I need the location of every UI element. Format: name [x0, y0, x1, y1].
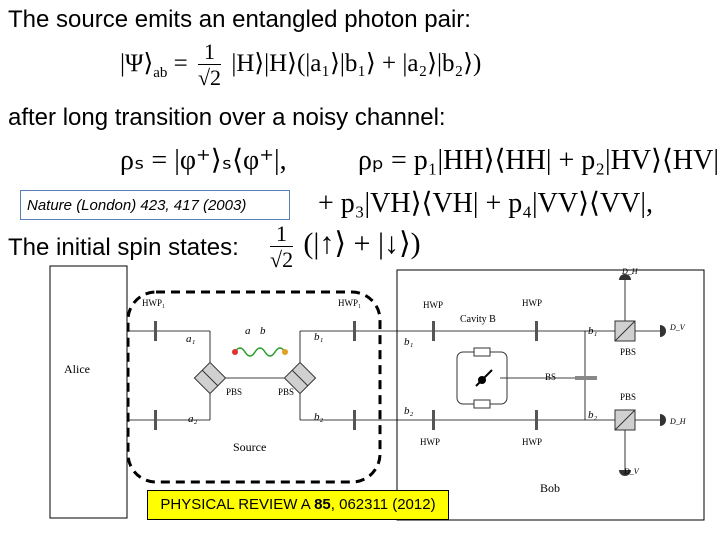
cavity-label: Cavity B	[460, 314, 496, 325]
spin-frac-den: √2	[270, 247, 294, 272]
label-b: b	[260, 325, 266, 337]
cavity-mirror-top	[473, 347, 491, 357]
label-d-bottom: D_V	[623, 467, 640, 476]
frac-den: √2	[197, 65, 222, 90]
detector-top	[619, 274, 631, 280]
spin-frac-num: 1	[270, 222, 294, 247]
bs-plate	[575, 376, 597, 380]
label-pbs-left: PBS	[226, 387, 242, 397]
psi-rhs: |H⟩|H⟩(|a₁⟩|b₁⟩ + |a₂⟩|b₂⟩)	[231, 50, 482, 78]
frac-num: 1	[197, 40, 222, 65]
hwp1-right-plate	[353, 321, 356, 341]
label-a2: a₂	[188, 413, 198, 425]
hwp-top-right-plate	[535, 321, 538, 341]
heading-transition: after long transition over a noisy chann…	[8, 104, 446, 131]
label-b2-mid: b₂	[404, 405, 414, 417]
source-box	[126, 290, 382, 484]
label-pbs-center: PBS	[278, 387, 294, 397]
label-hwp-bottom-right: HWP	[522, 437, 542, 447]
bob-box	[396, 269, 705, 521]
label-a: a	[245, 325, 251, 337]
psi-eq: =	[173, 50, 188, 78]
pbs-bottom-right	[614, 409, 636, 431]
photon-a	[232, 349, 238, 355]
pra-volume: 85	[314, 496, 331, 513]
cavity-mirror-bottom	[473, 399, 491, 409]
pra-reference: PHYSICAL REVIEW A 85, 062311 (2012)	[147, 490, 449, 520]
heading-spin: The initial spin states:	[8, 234, 239, 261]
source-label: Source	[233, 440, 266, 454]
photon-b	[282, 349, 288, 355]
hwp-top-left-plate	[432, 321, 435, 341]
label-hwp1-left: HWP₁	[142, 298, 165, 308]
label-a1: a₁	[186, 333, 196, 345]
label-hwp-top-left: HWP	[423, 300, 443, 310]
detector-right-bottom	[660, 414, 666, 426]
label-pbs-bottom-right: PBS	[620, 392, 636, 402]
label-bs: BS	[545, 372, 556, 382]
alice-label: Alice	[64, 362, 90, 376]
bob-label: Bob	[540, 481, 560, 495]
heading-source: The source emits an entangled photon pai…	[8, 6, 471, 33]
label-d-top: D_H	[621, 267, 639, 276]
spin-fraction: 1√2	[270, 222, 294, 273]
equation-rho-p-cont: + p₃|VH⟩⟨VH| + p₄|VV⟩⟨VV|,	[318, 188, 653, 219]
pbs-top-right	[614, 320, 636, 342]
label-b2-right: b₂	[588, 409, 598, 421]
pbs-left	[193, 361, 227, 395]
psi-sub: ab	[153, 65, 168, 82]
hwp1-left-plate-2	[154, 410, 157, 430]
label-hwp-top-right: HWP	[522, 298, 542, 308]
hwp1-left-plate	[154, 321, 157, 341]
label-b2-src: b₂	[314, 411, 324, 423]
pbs-center	[283, 361, 317, 395]
label-d-right-top: D_V	[669, 323, 686, 332]
cavity-spin-arrow	[475, 369, 493, 387]
alice-box	[49, 265, 128, 519]
label-hwp1-right: HWP₁	[338, 298, 361, 308]
equation-rho-p: ρₚ = p₁|HH⟩⟨HH| + p₂|HV⟩⟨HV|	[358, 145, 719, 176]
psi-lhs: |Ψ⟩	[120, 50, 154, 78]
spin-rhs: (|↑⟩ + |↓⟩)	[303, 227, 421, 261]
equation-rho-s: ρₛ = |φ⁺⟩ₛ⟨φ⁺|,	[120, 145, 287, 176]
equation-psi: |Ψ⟩ab = 1√2 |H⟩|H⟩(|a₁⟩|b₁⟩ + |a₂⟩|b₂⟩)	[120, 40, 481, 91]
hwp-bottom-left-plate	[432, 410, 435, 430]
pra-rest: , 062311 (2012)	[330, 496, 436, 513]
detector-bottom	[619, 470, 631, 476]
entangled-wave	[234, 347, 286, 357]
label-b1-mid: b₁	[404, 336, 414, 348]
detector-right-top	[660, 325, 666, 337]
label-b1-right: b₁	[588, 325, 598, 337]
label-pbs-top-right: PBS	[620, 347, 636, 357]
label-b1-src: b₁	[314, 331, 324, 343]
hwp1-right-plate-2	[353, 410, 356, 430]
psi-fraction: 1√2	[197, 40, 222, 91]
hwp-bottom-right-plate	[535, 410, 538, 430]
pra-journal: PHYSICAL REVIEW A	[160, 496, 310, 513]
label-d-right-bottom: D_H	[669, 417, 687, 426]
label-hwp-bottom-left: HWP	[420, 437, 440, 447]
equation-spin: 1√2 (|↑⟩ + |↓⟩)	[266, 222, 421, 273]
nature-reference: Nature (London) 423, 417 (2003)	[20, 190, 290, 220]
